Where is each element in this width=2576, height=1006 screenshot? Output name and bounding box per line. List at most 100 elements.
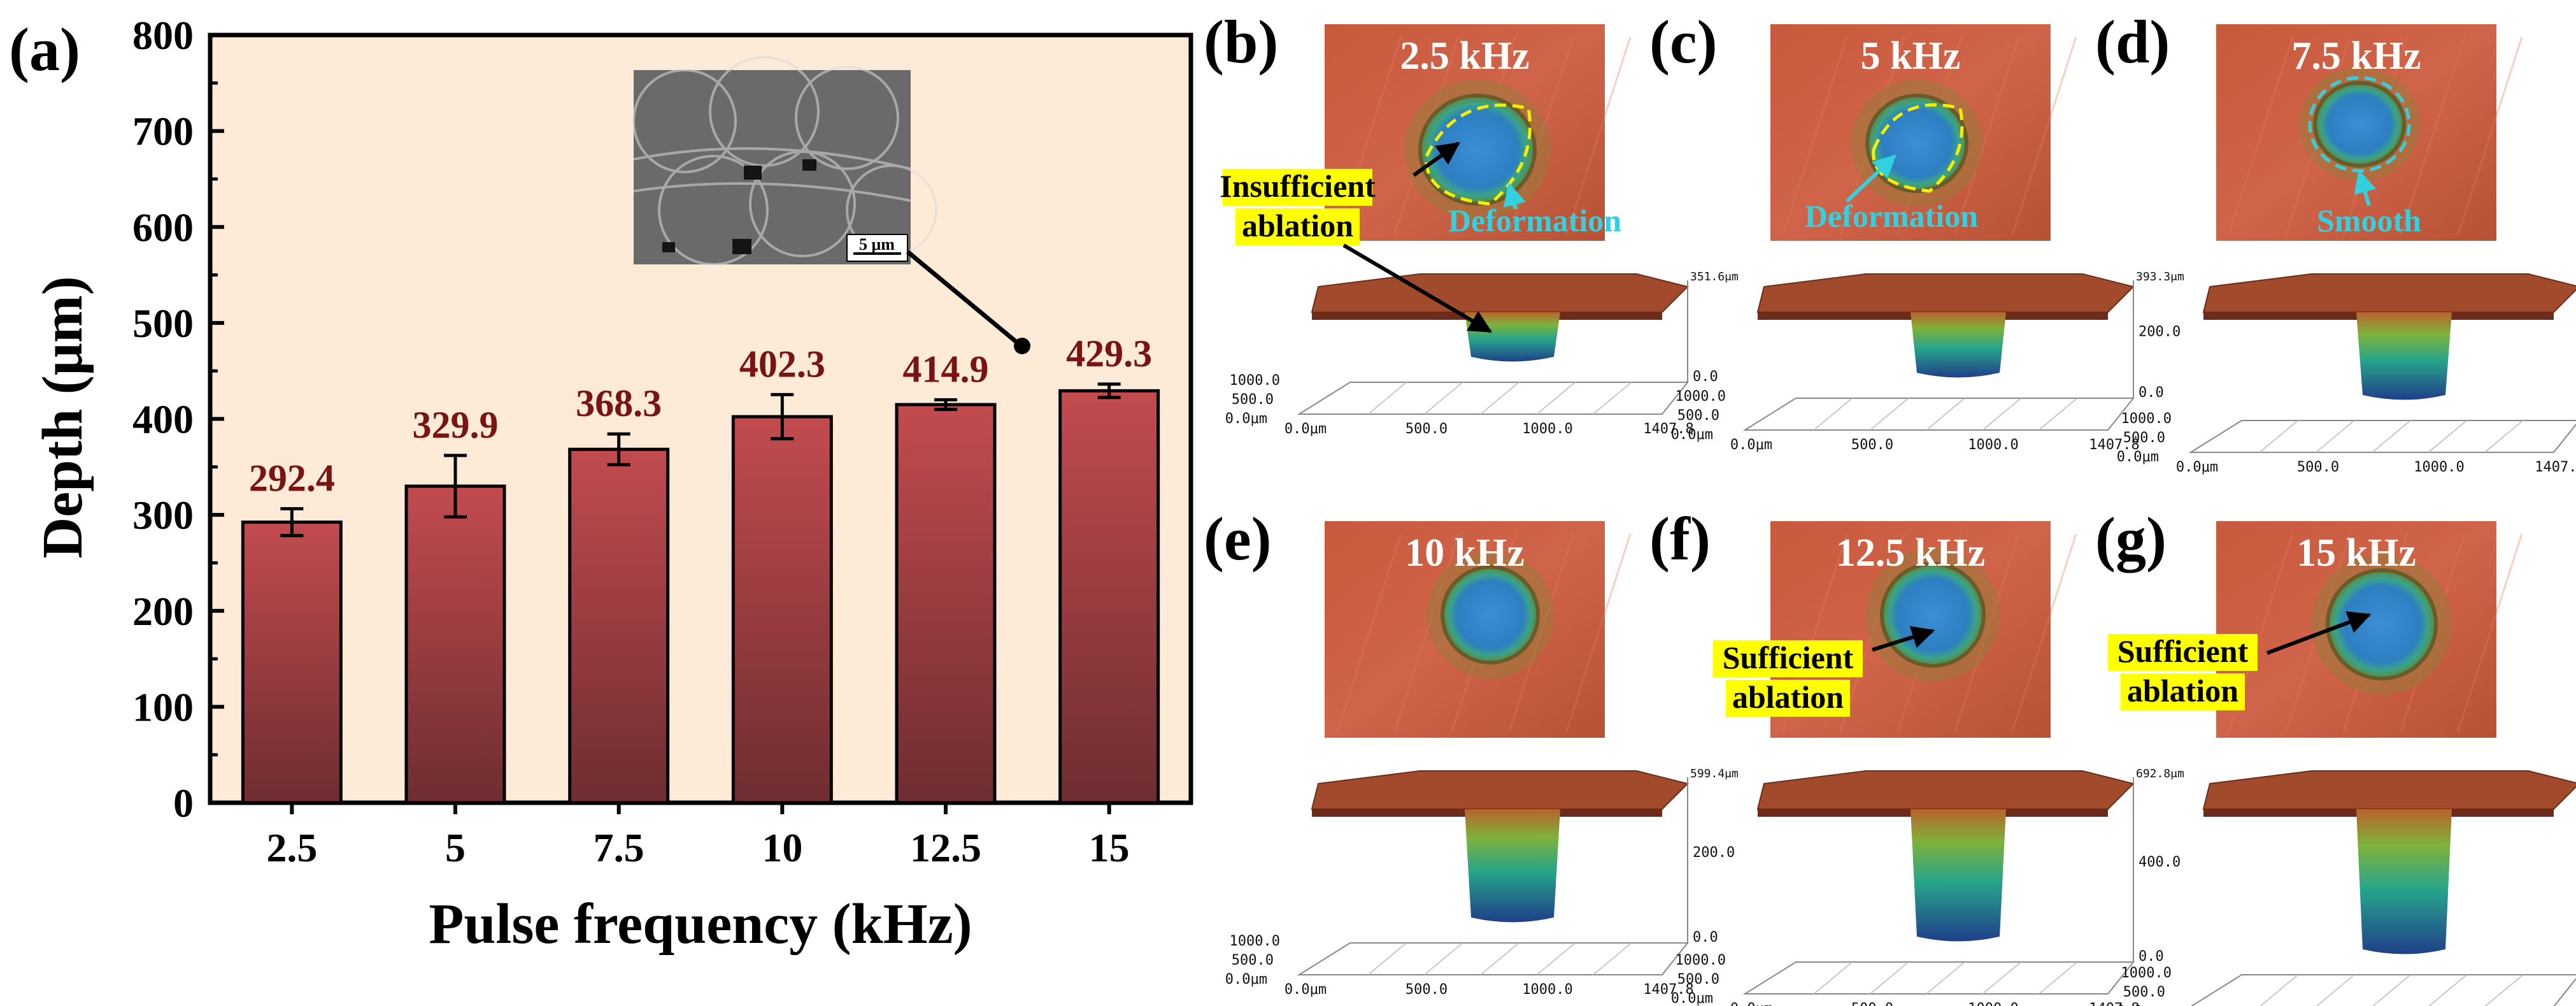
- grid-line: [1982, 961, 2021, 995]
- ablated-hole: [2313, 81, 2406, 168]
- grid-line: [1870, 961, 1909, 995]
- annotation-box-text: Insufficient: [1220, 168, 1376, 204]
- x3d-tick-label: 500.0: [1405, 982, 1448, 998]
- ablated-hole: [1865, 94, 1968, 193]
- z-zero-label: 0.0: [1693, 369, 1718, 385]
- ablated-hole: [1418, 94, 1537, 206]
- x3d-tick-label: 0.0μm: [1284, 421, 1327, 437]
- grid-line: [1480, 942, 1519, 975]
- panel-c: (c)5 kHzDeformation393.3μm200.00.01000.0…: [1649, 8, 2184, 453]
- annotation-box: [2121, 673, 2245, 710]
- x3d-tick-label: 0.0μm: [1730, 437, 1772, 453]
- ablated-hole: [1880, 562, 1986, 668]
- panel-label-a: (a): [9, 15, 80, 83]
- grid-line: [2039, 961, 2078, 995]
- profile-well: [1465, 312, 1560, 362]
- bar: [731, 415, 833, 805]
- grid-line: [2428, 420, 2467, 453]
- grid-line: [2039, 398, 2078, 431]
- x-tick-label: 15: [1089, 825, 1130, 870]
- grid-line: [1480, 382, 1519, 415]
- x-tick-label: 12.5: [910, 825, 981, 870]
- profile-grid: [1297, 382, 1690, 415]
- ablated-hole: [1441, 565, 1540, 665]
- z-max-label: 351.6μm: [1690, 270, 1739, 284]
- annotation-box-text: Sufficient: [1723, 640, 1854, 675]
- y3d-tick-label: 500.0: [2123, 984, 2165, 1000]
- y3d-tick-label: 0.0μm: [2117, 449, 2159, 465]
- frequency-label: 12.5 kHz: [1836, 531, 1985, 575]
- grid-line: [1536, 382, 1576, 415]
- grid-line: [1870, 398, 1909, 431]
- annotation-arrow: [1845, 154, 1896, 203]
- y-tick-label: 800: [132, 13, 194, 58]
- x3d-tick-label: 1000.0: [1522, 421, 1572, 437]
- surface-texture: [2457, 533, 2523, 732]
- surface-texture: [1954, 36, 2020, 235]
- grid-line: [2259, 974, 2298, 1006]
- profile-grid: [1297, 942, 1690, 975]
- bar: [895, 403, 997, 805]
- profile-well: [2356, 312, 2452, 400]
- grid-line: [2259, 420, 2298, 453]
- x3d-tick-label: 0.0μm: [2176, 459, 2218, 475]
- annotation-box: [1726, 680, 1850, 717]
- data-label: 429.3: [1066, 333, 1152, 375]
- annotation-box: [1235, 208, 1360, 245]
- y3d-tick-label: 1000.0: [1230, 933, 1280, 949]
- profile-surface: [1756, 770, 2135, 810]
- z-max-label: 692.8μm: [2136, 767, 2184, 780]
- profile-grid: [1742, 398, 2135, 431]
- y3d-tick-label: 1000.0: [1676, 952, 1726, 968]
- x3d-tick-label: 1407.8: [2089, 437, 2139, 453]
- bar: [568, 447, 670, 805]
- y3d-tick-label: 0.0μm: [1671, 427, 1713, 443]
- x3d-tick-label: 500.0: [1851, 1001, 1893, 1006]
- y3d-tick-label: 1000.0: [2121, 411, 2172, 427]
- data-label: 414.9: [903, 349, 989, 391]
- panel-f: (f)12.5 kHz692.8μm400.00.01000.0500.00.0…: [1649, 505, 2184, 1006]
- panel-label-d: (d): [2095, 8, 2170, 76]
- profile-surface: [1311, 770, 1689, 810]
- annotation-arrow: [1413, 141, 1460, 177]
- profile-well: [1911, 809, 2006, 942]
- y-tick-label: 600: [132, 205, 194, 250]
- surface-texture: [1336, 533, 1402, 732]
- grid-line: [1593, 942, 1632, 975]
- y3d-tick-label: 1000.0: [2121, 965, 2172, 981]
- panel-label-g: (g): [2095, 505, 2167, 573]
- panel-label-e: (e): [1204, 505, 1272, 573]
- y-tick-label: 400: [132, 397, 194, 442]
- panel-e: (e)10 kHz599.4μm200.00.01000.0500.00.0μm…: [1204, 505, 1739, 998]
- grid-line: [1424, 942, 1463, 975]
- x3d-tick-label: 1407.8: [1643, 982, 1693, 998]
- panel-label-b: (b): [1204, 8, 1278, 76]
- annotation-arrow: [2266, 611, 2372, 655]
- grid-line: [1926, 398, 1965, 431]
- bar-series: [241, 389, 1160, 805]
- x3d-tick-label: 1000.0: [1968, 1001, 2018, 1006]
- data-label: 292.4: [249, 457, 335, 499]
- y-tick-label: 700: [132, 109, 194, 154]
- annotation-box-text: ablation: [1242, 208, 1353, 243]
- data-label: 402.3: [739, 343, 825, 385]
- z-zero-label: 0.0: [2138, 949, 2164, 965]
- frequency-label: 15 kHz: [2296, 531, 2416, 575]
- x-tick-label: 5: [445, 825, 466, 870]
- profile-surface: [1756, 273, 2135, 313]
- y3d-tick-label: 500.0: [2123, 430, 2165, 446]
- x3d-tick-label: 1407.8: [1643, 421, 1693, 437]
- data-label: 329.9: [413, 404, 499, 446]
- grid-line: [2372, 420, 2411, 453]
- grid-line: [1813, 961, 1853, 995]
- x3d-tick-label: 500.0: [2297, 459, 2339, 475]
- profile-grid: [2190, 974, 2576, 1006]
- grid-line: [1367, 382, 1407, 415]
- annotation-arrow-profile: [1342, 243, 1493, 333]
- x3d-tick-label: 500.0: [1851, 437, 1893, 453]
- y-tick-label: 100: [132, 684, 194, 729]
- y3d-tick-label: 500.0: [1232, 952, 1274, 968]
- profile-grid: [1742, 961, 2135, 995]
- x3d-tick-label: 0.0μm: [1284, 982, 1327, 998]
